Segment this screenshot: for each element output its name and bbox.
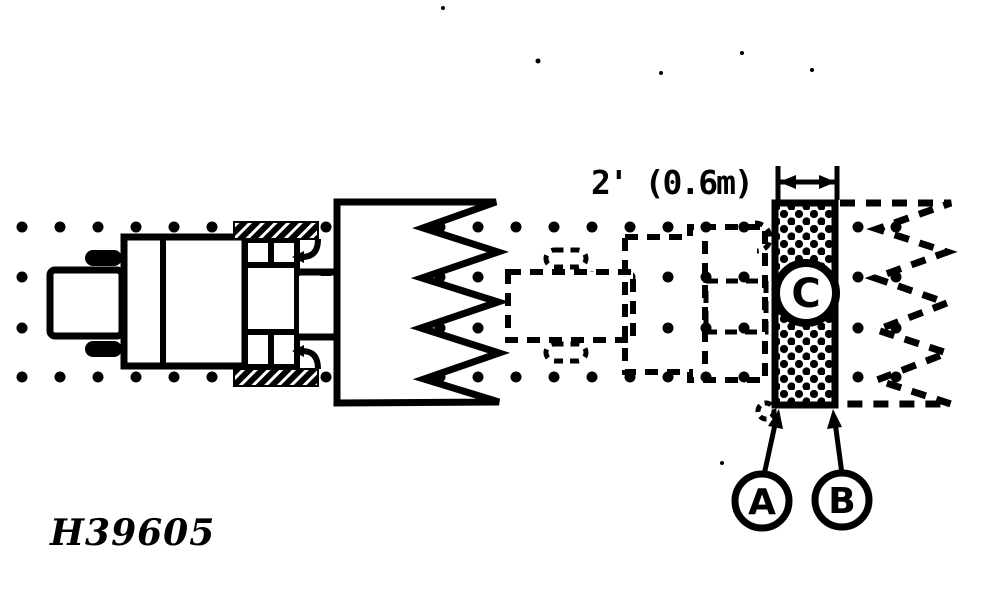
reference-dot (586, 371, 598, 383)
reference-dot (472, 371, 484, 383)
scan-specks (441, 6, 814, 465)
reference-dot (738, 221, 750, 233)
thread-strip-bottom (233, 368, 319, 387)
reference-dot (852, 271, 864, 283)
callout-b-circle (811, 469, 873, 531)
callout-a-leader (761, 419, 779, 476)
reference-dot (662, 271, 674, 283)
reference-dot (92, 371, 104, 383)
stem-fill (299, 276, 339, 334)
curl-dashed-bottom (755, 400, 777, 422)
reference-dot (320, 221, 332, 233)
reference-dot (890, 371, 902, 383)
reference-dot (16, 221, 28, 233)
figure-number: H39605 (49, 512, 215, 554)
reference-dot (472, 221, 484, 233)
target-block: C (771, 199, 840, 409)
tooth-block-dashed (840, 199, 958, 408)
callout-b-label: B (828, 481, 855, 522)
reference-dot (206, 221, 218, 233)
plug-body (46, 266, 126, 340)
callout-a-label: A (748, 482, 776, 523)
speck (740, 51, 744, 55)
dimension-label: 2' (0.6m) (591, 163, 752, 202)
curl-hook-top (301, 238, 321, 260)
reference-dot (168, 221, 180, 233)
callout-b-leader (832, 421, 845, 475)
plug-tab-dashed-top (543, 247, 589, 270)
reference-dot (320, 371, 332, 383)
stem-dashed (703, 278, 769, 335)
plug-tab-bottom (85, 341, 122, 357)
dimension: 2' (0.6m) (591, 163, 840, 202)
reference-dot (852, 371, 864, 383)
reference-dot (586, 221, 598, 233)
reference-dot (92, 221, 104, 233)
reference-dot (510, 371, 522, 383)
callout-b-arrowhead (827, 409, 842, 429)
main-body (120, 233, 249, 370)
speck (535, 58, 541, 64)
speck (659, 71, 663, 75)
speck (810, 68, 814, 72)
callout-a-circle (731, 470, 793, 532)
reference-dot (206, 371, 218, 383)
dimension-arrow-right (819, 175, 836, 189)
reference-dot (16, 371, 28, 383)
callout-a-arrowhead (768, 409, 783, 429)
plug-tab-dashed-bottom (543, 341, 589, 364)
reference-dot (472, 322, 484, 334)
reference-dot (852, 322, 864, 334)
reference-dot (168, 371, 180, 383)
callout-a: A (731, 409, 793, 532)
callout-b: B (811, 409, 873, 531)
reference-dot (852, 221, 864, 233)
reference-dot (510, 221, 522, 233)
curl-hook-bottom (301, 348, 321, 370)
body-dashed-outline (622, 224, 768, 383)
reference-dot (16, 322, 28, 334)
curl-arrow-top (292, 251, 304, 263)
dimension-arrow-left (779, 175, 796, 189)
plug-dashed (505, 269, 636, 343)
callout-c-circle (772, 259, 840, 327)
reference-dot (738, 371, 750, 383)
reference-dot (548, 221, 560, 233)
reference-dot (548, 371, 560, 383)
assembly-dashed-position (505, 220, 777, 422)
sensor-assembly (46, 221, 339, 387)
tooth-block-solid (333, 198, 511, 407)
reference-dot (130, 371, 142, 383)
reference-dot (16, 271, 28, 283)
curl-arrow-bottom (292, 345, 304, 357)
speck (441, 6, 445, 10)
reference-dot (472, 271, 484, 283)
reference-dot (662, 221, 674, 233)
reference-dot (54, 371, 66, 383)
callout-c-label: C (791, 271, 820, 317)
reference-dot (624, 221, 636, 233)
reference-dot (54, 221, 66, 233)
curl-dashed-top (754, 220, 773, 254)
reference-dot (662, 322, 674, 334)
thread-strip-top (233, 221, 319, 240)
reference-dot (130, 221, 142, 233)
speck (720, 461, 724, 465)
plug-tab-top (85, 250, 122, 266)
